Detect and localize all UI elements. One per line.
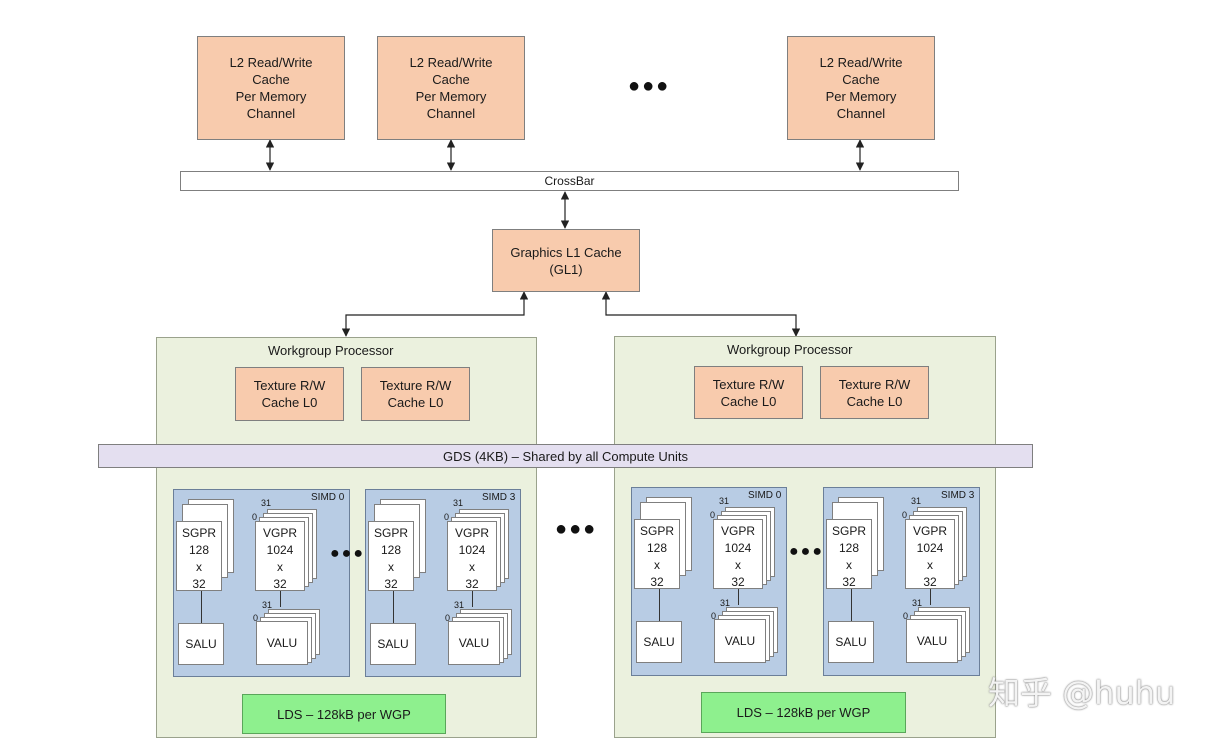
wgp-left-simd-3-valu: VALU (448, 621, 500, 665)
wgp-left-title: Workgroup Processor (268, 343, 394, 358)
wgp-right-simd-0-valu-lane-low: 0 (711, 611, 717, 621)
wgp-left-simd-3-vgpr-lane-high: 31 (453, 498, 464, 508)
gds-bar: GDS (4KB) – Shared by all Compute Units (98, 444, 1033, 468)
l2-cache-3: L2 Read/Write Cache Per Memory Channel (787, 36, 935, 140)
wgp-left-simd-0-valu-lane-low: 0 (253, 613, 259, 623)
wgp-left-simd-3-salu: SALU (370, 623, 416, 665)
wgp-left-simd-0-sgpr-salu-link (201, 591, 202, 623)
wgp-right-simd-0-vgpr-lane-low: 0 (710, 510, 716, 520)
wgp-left-lds: LDS – 128kB per WGP (242, 694, 446, 734)
wgp-right-simd-0-salu: SALU (636, 621, 682, 663)
graphics-l1-cache: Graphics L1 Cache (GL1) (492, 229, 640, 292)
wgp-right-simd-3-valu-lane-high: 31 (912, 598, 923, 608)
wgp-left-simd-3-sgpr: SGPR 128 x 32 (368, 521, 414, 591)
wgp-left-simd-0-vgpr-lane-high: 31 (261, 498, 272, 508)
wgp-left-simd-0-valu: VALU (256, 621, 308, 665)
wgp-left-simd-0-valu-lane-high: 31 (262, 600, 273, 610)
wgp-left-simd-3-sgpr-salu-link (393, 591, 394, 623)
wgp-left-simd-3-vgpr-valu-link (472, 591, 473, 607)
wgp-right-simd-0-sgpr: SGPR 128 x 32 (634, 519, 680, 589)
watermark: 知乎 @huhu (988, 674, 1176, 712)
wgp-left-simd-3-valu-lane-high: 31 (454, 600, 465, 610)
wgp-right-texture-cache-1: Texture R/W Cache L0 (694, 366, 803, 419)
wgp-left-simd-3-label: SIMD 3 (482, 492, 516, 503)
wgp-left-simd-3-vgpr-lane-low: 0 (444, 512, 450, 522)
l2-cache-1: L2 Read/Write Cache Per Memory Channel (197, 36, 345, 140)
wgp-left-simd-3-vgpr: VGPR 1024 x 32 (447, 521, 497, 591)
wgp-left-simd-0-vgpr-valu-link (280, 591, 281, 607)
wgp-right-simd-3-vgpr-lane-high: 31 (911, 496, 922, 506)
crossbar: CrossBar (180, 171, 959, 191)
wgp-ellipsis: ●●● (555, 518, 598, 540)
wgp-right-simd-0-label: SIMD 0 (748, 490, 782, 501)
wgp-right-simd-0-valu-lane-high: 31 (720, 598, 731, 608)
wgp-left-simd-0-label: SIMD 0 (311, 492, 345, 503)
wgp-right-simd-0-ellipsis: ●●● (789, 543, 824, 560)
wgp-right-simd-3-valu: VALU (906, 619, 958, 663)
wgp-right-simd-3-vgpr-valu-link (930, 589, 931, 605)
wgp-right-simd-3-vgpr: VGPR 1024 x 32 (905, 519, 955, 589)
wgp-right-simd-3-sgpr-salu-link (851, 589, 852, 621)
wgp-left-simd-0-sgpr: SGPR 128 x 32 (176, 521, 222, 591)
wgp-right-simd-3-label: SIMD 3 (941, 490, 975, 501)
wgp-right-lds: LDS – 128kB per WGP (701, 692, 906, 733)
wgp-right-simd-3-vgpr-lane-low: 0 (902, 510, 908, 520)
l2-ellipsis: ●●● (628, 75, 671, 97)
wgp-left-simd-0-salu: SALU (178, 623, 224, 665)
wgp-right-simd-3-valu-lane-low: 0 (903, 611, 909, 621)
wgp-left-texture-cache-1: Texture R/W Cache L0 (235, 367, 344, 421)
wgp-right-simd-0-vgpr-valu-link (738, 589, 739, 605)
wgp-right-simd-0-vgpr: VGPR 1024 x 32 (713, 519, 763, 589)
wgp-right-simd-3-sgpr: SGPR 128 x 32 (826, 519, 872, 589)
wgp-right-simd-0-vgpr-lane-high: 31 (719, 496, 730, 506)
wgp-left-simd-0-vgpr: VGPR 1024 x 32 (255, 521, 305, 591)
l2-cache-2: L2 Read/Write Cache Per Memory Channel (377, 36, 525, 140)
wgp-left-simd-0-ellipsis: ●●● (330, 545, 365, 562)
wgp-left-simd-3-valu-lane-low: 0 (445, 613, 451, 623)
gl1-wgp-left-link (341, 291, 529, 337)
wgp-right-simd-3-salu: SALU (828, 621, 874, 663)
wgp-right-simd-0-sgpr-salu-link (659, 589, 660, 621)
wgp-right-simd-0-valu: VALU (714, 619, 766, 663)
wgp-left-texture-cache-2: Texture R/W Cache L0 (361, 367, 470, 421)
wgp-right-texture-cache-2: Texture R/W Cache L0 (820, 366, 929, 419)
wgp-left-simd-0-vgpr-lane-low: 0 (252, 512, 258, 522)
wgp-right-title: Workgroup Processor (727, 342, 853, 357)
gl1-wgp-right-link (601, 291, 801, 337)
